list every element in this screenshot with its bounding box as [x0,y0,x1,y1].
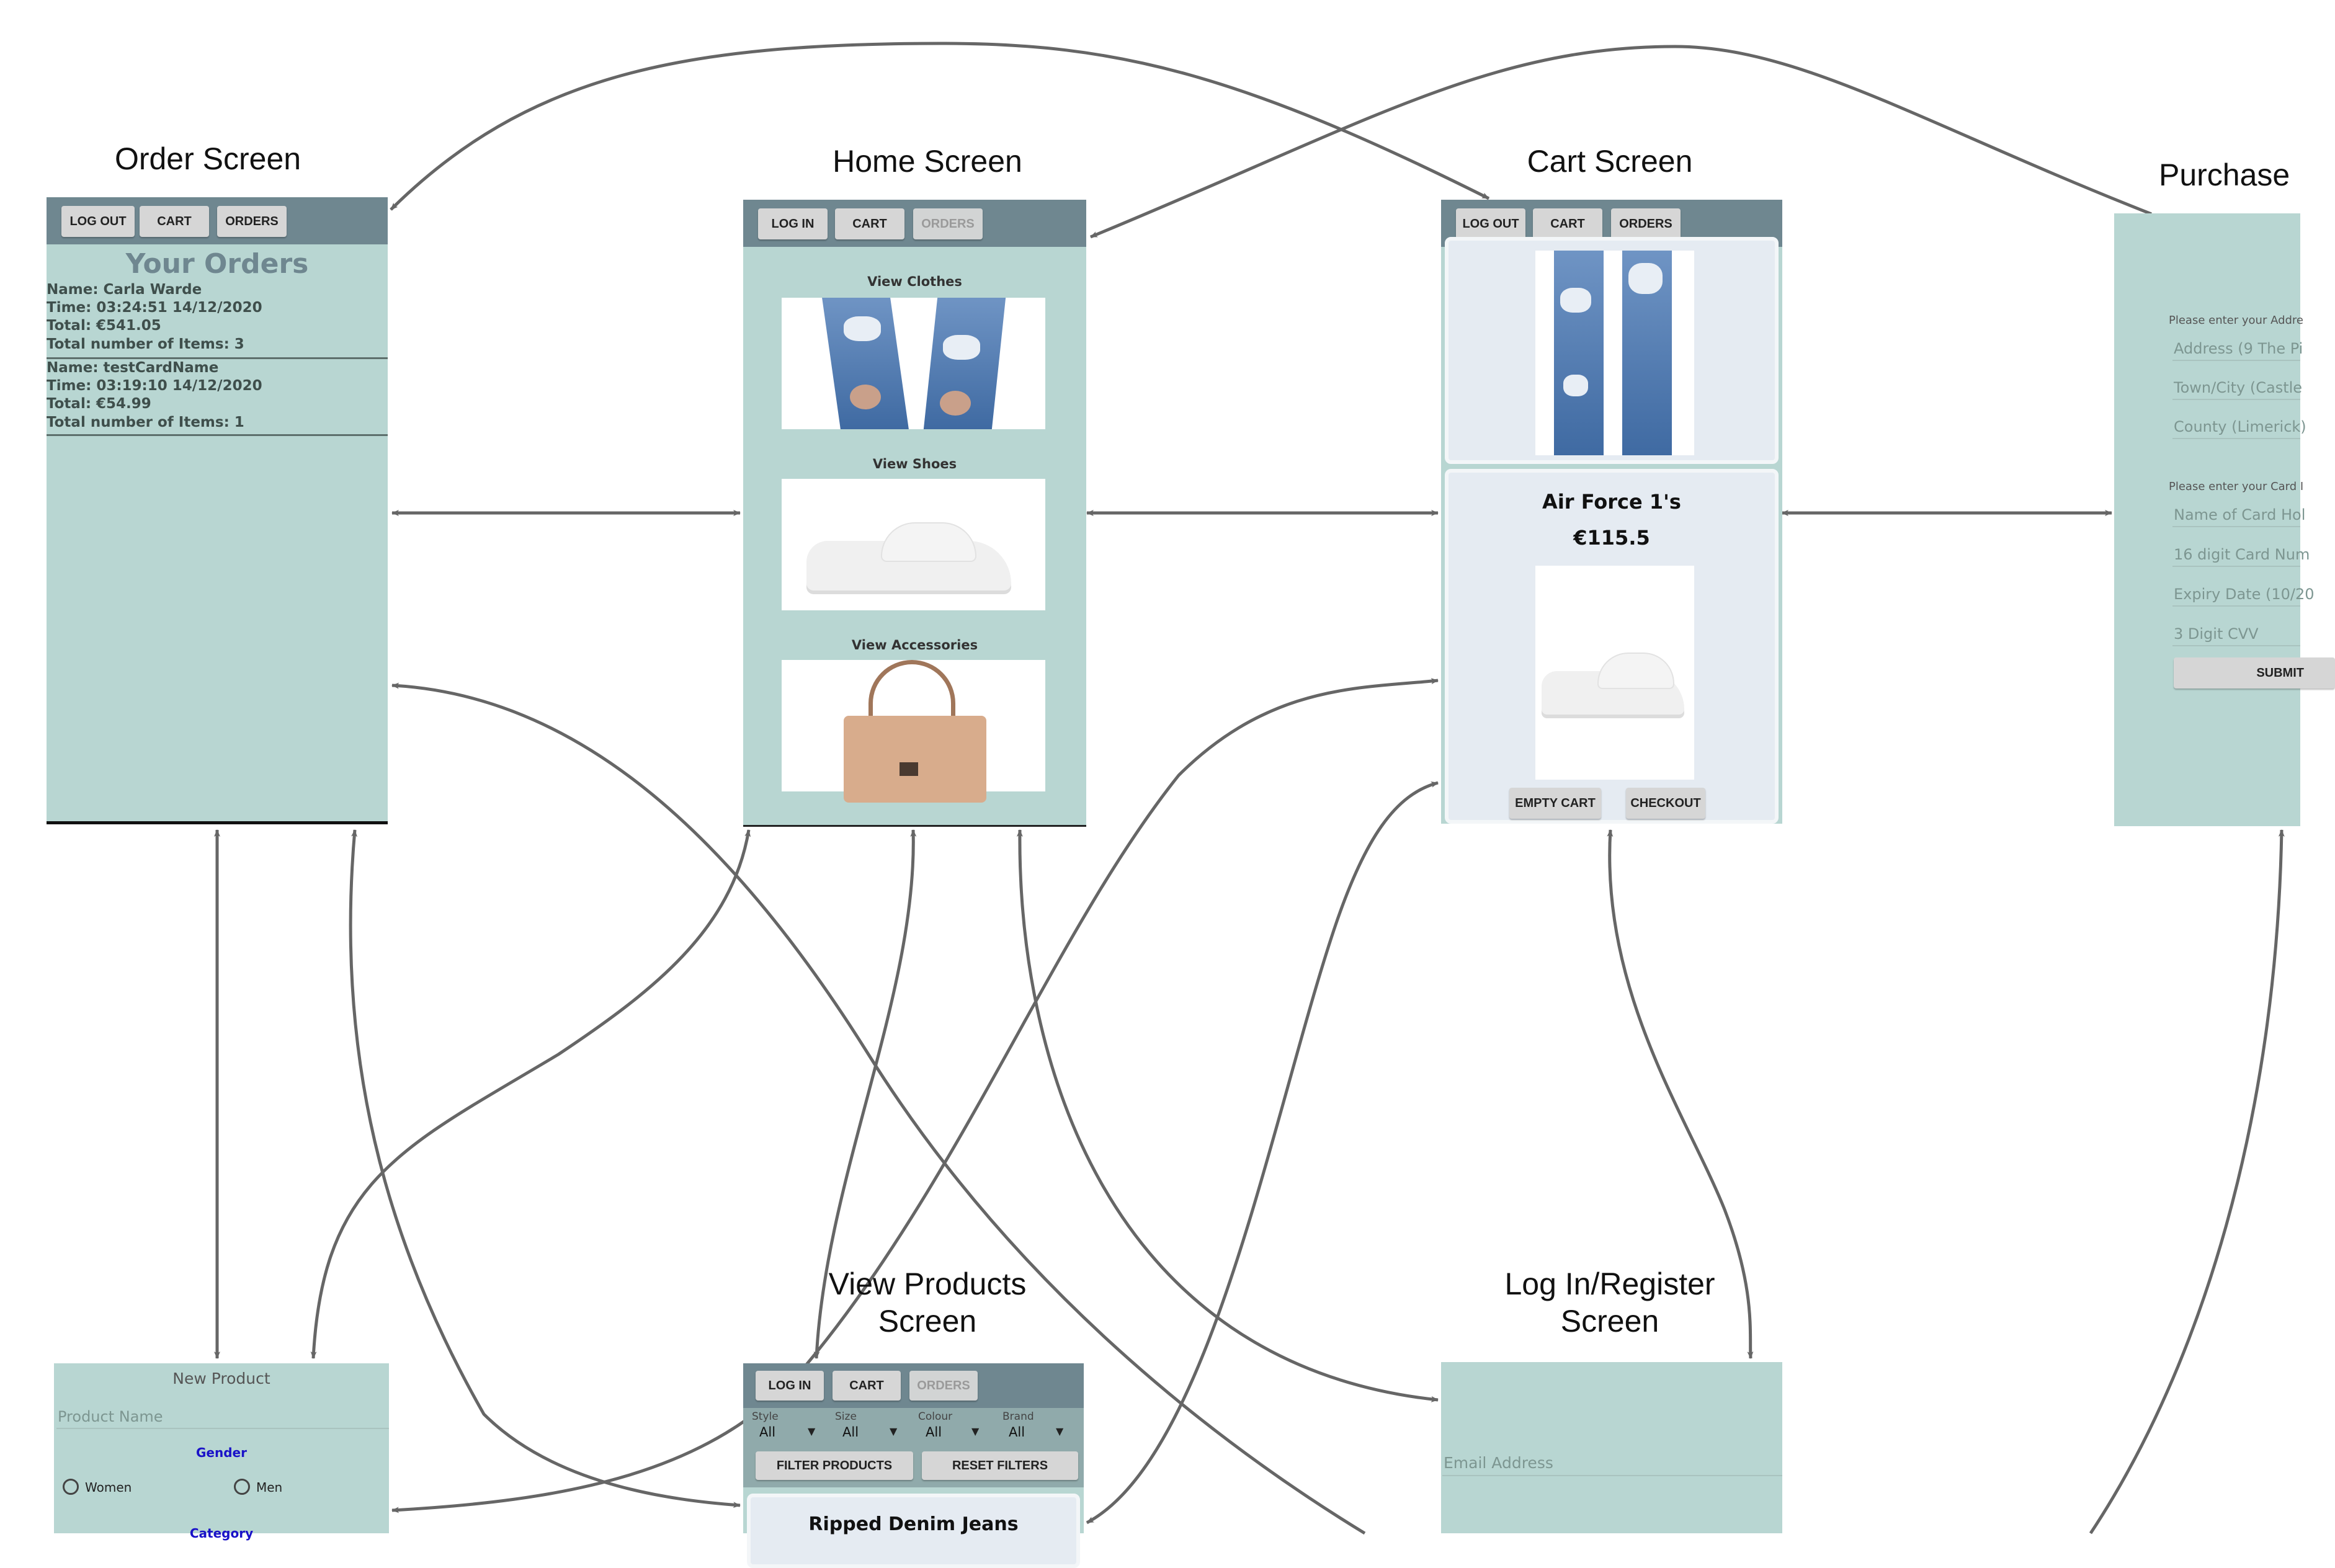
log-out-button[interactable]: LOG OUT [61,206,135,237]
reset-filters-button[interactable]: RESET FILTERS [922,1451,1078,1480]
cvv-field[interactable]: 3 Digit CVV [2174,625,2259,643]
cart-screen: LOG OUT CART ORDERS Air Force 1's €115.5… [1441,200,1782,824]
cart-button[interactable]: CART [1533,208,1602,239]
order-name: Name: Carla Warde [47,282,202,298]
title-purchase-screen: Purchase [2159,158,2290,192]
order-name: Name: testCardName [47,360,219,376]
chevron-down-icon: ▼ [971,1425,980,1437]
log-in-button[interactable]: LOG IN [758,208,828,239]
style-filter-value[interactable]: All [759,1425,776,1440]
arrow-viewproducts-cart [1086,781,1439,1525]
home-screen-bottom-line [743,825,1086,827]
gender-label: Gender [196,1445,247,1460]
arrow-purchase-bottom [2089,829,2285,1535]
title-home-screen: Home Screen [833,144,1022,179]
view-shoes-label[interactable]: View Shoes [872,457,957,471]
size-filter-label: Size [835,1410,857,1423]
men-label: Men [256,1480,283,1495]
cart-button[interactable]: CART [835,208,904,239]
order-entry[interactable]: Name: testCardName Time: 03:19:10 14/12/… [47,360,388,436]
jeans-image [1535,251,1694,455]
login-screen: Email Address [1441,1362,1782,1533]
cart-button[interactable]: CART [140,206,209,237]
card-prompt: Please enter your Card I [2169,480,2304,493]
order-items: Total number of Items: 1 [47,414,244,430]
women-radio[interactable] [63,1479,79,1495]
view-clothes-label[interactable]: View Clothes [867,274,962,289]
card-number-field[interactable]: 16 digit Card Num [2174,546,2310,563]
arrow-order-viewproducts [349,829,741,1508]
chevron-down-icon: ▼ [808,1425,816,1437]
bag-image[interactable] [782,660,1045,803]
orders-heading: Your Orders [125,248,309,280]
cart-item-card [1445,237,1779,464]
arrow-newproduct-cart [391,678,1439,1513]
colour-filter-label: Colour [918,1410,953,1423]
product-price: €115.5 [1573,526,1650,550]
order-screen: LOG OUT CART ORDERS Your Orders Name: Ca… [47,197,388,821]
orders-button[interactable]: ORDERS [217,206,287,237]
jeans-image[interactable] [782,298,1045,429]
submit-label: SUBMIT [2256,666,2304,680]
order-time: Time: 03:24:51 14/12/2020 [47,300,262,316]
order-screen-bottom-line [47,821,388,824]
colour-filter-value[interactable]: All [926,1425,942,1440]
product-card[interactable]: Ripped Denim Jeans [747,1494,1080,1568]
cart-item-card: Air Force 1's €115.5 EMPTY CART CHECKOUT [1445,469,1779,824]
shoe-image [1535,566,1694,780]
log-in-button[interactable]: LOG IN [756,1371,824,1401]
shoe-image[interactable] [782,479,1045,610]
chevron-down-icon: ▼ [1056,1425,1064,1437]
order-total: Total: €541.05 [47,318,161,334]
checkout-button[interactable]: CHECKOUT [1626,788,1705,819]
filter-products-button[interactable]: FILTER PRODUCTS [756,1451,913,1480]
arrow-order-cart [390,42,1490,211]
expiry-field[interactable]: Expiry Date (10/20 [2174,586,2315,603]
town-field[interactable]: Town/City (Castle [2174,379,2303,396]
view-accessories-label[interactable]: View Accessories [851,638,978,653]
product-name: Ripped Denim Jeans [808,1513,1019,1535]
empty-cart-button[interactable]: EMPTY CART [1509,788,1601,819]
product-name-field[interactable]: Product Name [58,1408,163,1425]
arrow-home-newproduct [310,829,751,1359]
brand-filter-label: Brand [1002,1410,1034,1423]
email-field[interactable]: Email Address [1444,1454,1553,1472]
style-filter-label: Style [752,1410,779,1423]
new-product-title: New Product [172,1370,270,1388]
size-filter-value[interactable]: All [842,1425,859,1440]
product-name: Air Force 1's [1542,490,1681,514]
home-screen: LOG IN CART ORDERS View Clothes View Sho… [743,200,1086,825]
men-radio[interactable] [234,1479,250,1495]
order-time: Time: 03:19:10 14/12/2020 [47,378,262,394]
category-label: Category [189,1526,254,1541]
arrow-cart-login [1607,829,1754,1359]
title-order-screen: Order Screen [114,141,301,176]
county-field[interactable]: County (Limerick) [2174,418,2306,435]
new-product-screen: New Product Product Name Gender Women Me… [54,1363,389,1541]
arrow-purchase-home [1090,45,2152,239]
address-field[interactable]: Address (9 The Pi [2174,340,2303,357]
orders-button[interactable]: ORDERS [909,1371,978,1401]
title-cart-screen: Cart Screen [1527,144,1693,179]
navigation-arrows [214,42,2285,1535]
log-out-button[interactable]: LOG OUT [1456,208,1525,239]
card-holder-field[interactable]: Name of Card Hol [2174,506,2306,523]
order-items: Total number of Items: 3 [47,336,244,352]
address-prompt: Please enter your Addre [2169,314,2303,327]
order-total: Total: €54.99 [47,396,151,412]
cart-button[interactable]: CART [833,1371,901,1401]
brand-filter-value[interactable]: All [1009,1425,1025,1440]
order-entry[interactable]: Name: Carla Warde Time: 03:24:51 14/12/2… [47,282,388,359]
chevron-down-icon: ▼ [890,1425,898,1437]
submit-button[interactable]: SUBMIT [2174,657,2335,688]
orders-button[interactable]: ORDERS [913,208,983,239]
orders-button[interactable]: ORDERS [1611,208,1681,239]
women-label: Women [85,1480,132,1495]
purchase-screen: Please enter your Addre Address (9 The P… [2114,213,2335,826]
view-products-screen: LOG IN CART ORDERS Style All ▼ Size All … [743,1363,1084,1568]
